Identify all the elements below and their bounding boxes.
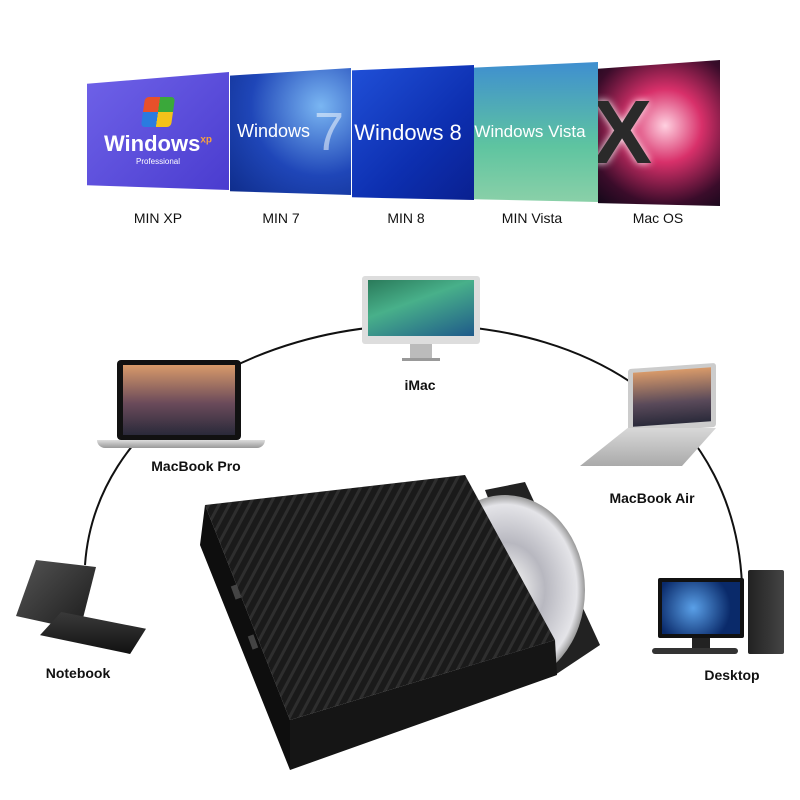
os-panel-text: Windows	[103, 130, 201, 156]
optical-drive-image	[200, 475, 600, 770]
device-label-macbook-pro: MacBook Pro	[151, 458, 241, 474]
os-label-8: MIN 8	[387, 210, 425, 226]
os-panel-text: X	[598, 82, 653, 183]
os-panel-8: Windows 8	[352, 65, 474, 200]
drive-side	[200, 505, 290, 770]
os-panel-text: Windows 8	[354, 119, 462, 145]
desktop-image	[652, 570, 786, 656]
drive-top	[205, 475, 555, 720]
os-label-macos: Mac OS	[632, 210, 684, 226]
macbook-pro-image	[97, 360, 265, 452]
device-label-notebook: Notebook	[45, 665, 111, 681]
macbook-air-image	[580, 362, 720, 470]
os-panel-text: Windows Vista	[474, 122, 586, 141]
drive-front	[290, 640, 557, 770]
device-label-macbook-air: MacBook Air	[609, 490, 695, 506]
usb-port	[247, 634, 259, 650]
usb-port	[230, 584, 242, 600]
os-label-7: MIN 7	[262, 210, 300, 226]
os-panel-macos: X	[598, 60, 720, 206]
os-panel-xp: Windowsxp Professional	[87, 72, 229, 190]
os-label-vista: MIN Vista	[501, 210, 563, 226]
imac-image	[362, 276, 480, 362]
os-panel-vista: Windows Vista	[474, 62, 598, 202]
os-panel-sup: xp	[200, 134, 213, 146]
device-label-imac: iMac	[404, 377, 436, 393]
notebook-image	[10, 560, 146, 656]
os-panel-text: Windows	[236, 121, 310, 141]
os-panel-sup: 7	[313, 101, 345, 162]
os-panel-subtext: Professional	[135, 156, 181, 166]
device-label-desktop: Desktop	[704, 667, 760, 683]
os-label-xp: MIN XP	[133, 210, 183, 226]
